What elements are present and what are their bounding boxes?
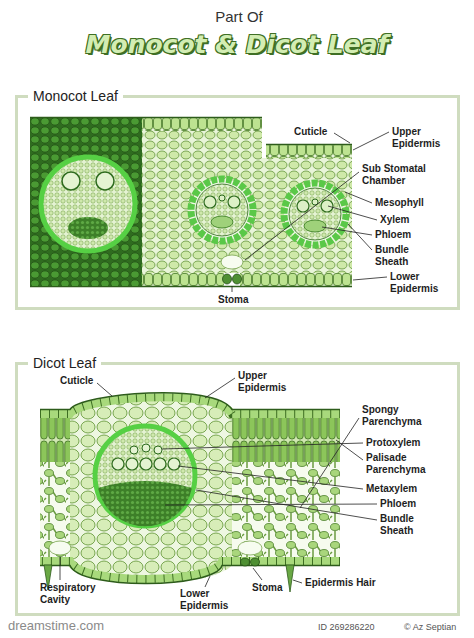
leaf-line	[196, 490, 377, 520]
leaf-line	[348, 224, 372, 250]
leaf-line	[353, 132, 389, 150]
part-label: Upper Epidermis	[392, 126, 452, 150]
part-label: Metaxylem	[366, 483, 417, 495]
leaf-line	[345, 192, 372, 203]
part-label: Phloem	[375, 229, 411, 241]
leaf-circle	[130, 446, 138, 454]
part-label: Mesophyll	[375, 197, 424, 209]
leaf-rect	[232, 418, 340, 462]
leaf-circle	[95, 426, 195, 526]
leaf-path	[40, 393, 340, 410]
part-label: Respiratory Cavity	[40, 582, 110, 606]
leaf-line	[328, 206, 377, 220]
leaf-line	[178, 466, 363, 489]
leaf-line	[322, 227, 372, 235]
part-label: Epidermis Hair	[305, 577, 376, 589]
watermark: © Az Septian	[404, 621, 456, 633]
leaf-circle	[289, 188, 341, 240]
leaf-path	[40, 397, 340, 414]
leaf-circle	[297, 200, 309, 212]
panel-heading: Monocot Leaf	[28, 87, 123, 105]
leaf-circle	[196, 184, 248, 236]
leaf-path	[98, 481, 192, 526]
leaf-ellipse	[233, 274, 242, 284]
part-label: Cuticle	[60, 375, 93, 387]
part-label: Lower Epidermis	[180, 588, 238, 612]
leaf-polygon	[286, 565, 294, 592]
leaf-line	[162, 443, 363, 449]
leaf-circle	[154, 458, 166, 470]
part-label: Protoxylem	[366, 437, 420, 449]
leaf-circle	[142, 444, 150, 452]
title: Monocot & Dicot Leaf	[0, 30, 474, 60]
leaf-ellipse	[49, 541, 71, 555]
dicot-leaf	[40, 393, 340, 592]
leaf-line	[60, 557, 61, 580]
part-label: Bundle Sheath	[380, 513, 430, 537]
leaf-ellipse	[211, 216, 233, 228]
leaf-line	[293, 580, 302, 583]
leaf-line	[336, 440, 363, 460]
leader-lines	[60, 132, 389, 587]
leaf-ellipse	[68, 217, 108, 239]
part-label: Palisade Parenchyma	[366, 452, 436, 476]
leaf-line	[205, 378, 235, 398]
leaf-circle	[204, 196, 216, 208]
leaf-circle	[284, 183, 346, 245]
leaf-ellipse	[221, 255, 243, 269]
leaf-g	[191, 179, 253, 241]
leaf-circle	[112, 458, 124, 470]
leaf-g	[284, 183, 346, 245]
leaf-path	[40, 397, 340, 414]
watermark: ID 269286220	[318, 621, 375, 633]
part-label: Sub Stomatal Chamber	[362, 163, 437, 187]
leaf-circle	[219, 195, 225, 201]
leaf-line	[253, 568, 262, 580]
leaf-path	[40, 395, 340, 583]
leaf-circle	[96, 172, 114, 190]
leaf-line	[300, 418, 359, 508]
panel-heading: Dicot Leaf	[28, 354, 101, 372]
leaf-circle	[191, 179, 253, 241]
leaf-ellipse	[241, 558, 250, 566]
part-label: Bundle Sheath	[375, 244, 425, 268]
leaf-path	[40, 566, 340, 584]
leaf-line	[245, 172, 359, 260]
part-label: Spongy Parenchyma	[362, 404, 432, 428]
leaf-ellipse	[238, 541, 262, 555]
leaf-path	[30, 118, 352, 287]
leaf-line	[353, 277, 387, 280]
leaf-line	[232, 286, 233, 292]
leaf-line	[97, 383, 112, 396]
leaf-line	[165, 504, 377, 505]
leaf-circle	[62, 172, 80, 190]
leaf-ellipse	[251, 558, 260, 566]
leaf-rect	[40, 418, 70, 462]
leaf-line	[205, 576, 210, 587]
leaf-rect	[266, 145, 352, 158]
leaf-rect	[30, 118, 142, 286]
leaf-path	[70, 395, 232, 583]
leaf-circle	[321, 200, 333, 212]
subtitle: Part Of	[2, 8, 474, 26]
part-label: Upper Epidermis	[238, 370, 296, 394]
leaf-circle	[126, 458, 138, 470]
leaf-circle	[140, 458, 152, 470]
part-label: Stoma	[252, 582, 283, 594]
leaf-rect	[240, 273, 352, 286]
leaf-circle	[154, 446, 162, 454]
leaf-circle	[228, 196, 240, 208]
part-label: Cuticle	[294, 126, 327, 138]
leaf-circle	[168, 458, 180, 470]
part-label: Lower Epidermis	[390, 271, 450, 295]
leaf-circle	[41, 157, 135, 251]
leaf-ellipse	[304, 220, 326, 232]
leaf-line	[334, 133, 350, 143]
part-label: Xylem	[380, 214, 409, 226]
watermark: dreamstime.com	[8, 618, 104, 633]
leaf-ellipse	[223, 274, 232, 284]
monocot-leaf	[30, 118, 352, 287]
part-label: Phloem	[380, 498, 416, 510]
part-label: Stoma	[218, 294, 249, 306]
